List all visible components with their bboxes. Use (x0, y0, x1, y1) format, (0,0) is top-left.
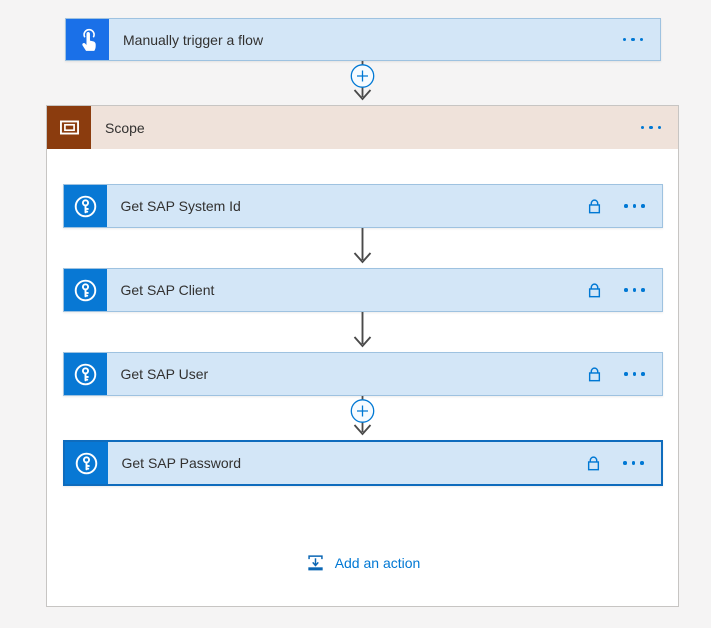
flow-arrow-connector (348, 228, 377, 268)
lock-icon (585, 353, 604, 395)
action-card-title: Get SAP System Id (120, 198, 241, 214)
key-vault-icon (63, 353, 107, 395)
trigger-card-title: Manually trigger a flow (123, 31, 264, 48)
insert-step-connector[interactable] (348, 396, 377, 440)
lock-icon (584, 442, 603, 484)
action-card-get-sap-password[interactable]: Get SAP Password (62, 440, 663, 486)
scope-frame-icon (47, 106, 91, 149)
scope-container: Scope Get SAP System Id (46, 105, 679, 607)
scope-body: Get SAP System Id Get SAP Client (47, 149, 678, 573)
add-an-action-button[interactable]: Add an action (305, 552, 421, 573)
key-vault-icon (64, 442, 108, 484)
action-menu-button[interactable] (618, 353, 662, 395)
action-menu-button[interactable] (618, 185, 662, 227)
action-card-title: Get SAP Client (120, 282, 215, 298)
tap-icon (66, 19, 109, 60)
scope-title: Scope (105, 119, 145, 136)
action-menu-button[interactable] (617, 442, 661, 484)
action-card-get-sap-system-id[interactable]: Get SAP System Id (62, 184, 663, 228)
lock-icon (585, 269, 604, 311)
action-card-title: Get SAP User (120, 366, 209, 382)
trigger-menu-button[interactable] (617, 19, 661, 60)
action-card-title: Get SAP Password (121, 455, 242, 471)
flow-arrow-connector (348, 312, 377, 352)
add-action-label: Add an action (334, 554, 421, 571)
key-vault-icon (63, 185, 107, 227)
key-vault-icon (63, 269, 107, 311)
action-card-get-sap-client[interactable]: Get SAP Client (62, 268, 663, 312)
action-menu-button[interactable] (618, 269, 662, 311)
trigger-card-manually-trigger-a-flow[interactable]: Manually trigger a flow (65, 18, 661, 61)
scope-menu-button[interactable] (635, 106, 679, 149)
add-action-icon (305, 552, 326, 573)
scope-card-header[interactable]: Scope (47, 106, 678, 149)
insert-step-connector[interactable] (348, 61, 377, 105)
lock-icon (585, 185, 604, 227)
action-card-get-sap-user[interactable]: Get SAP User (62, 352, 663, 396)
